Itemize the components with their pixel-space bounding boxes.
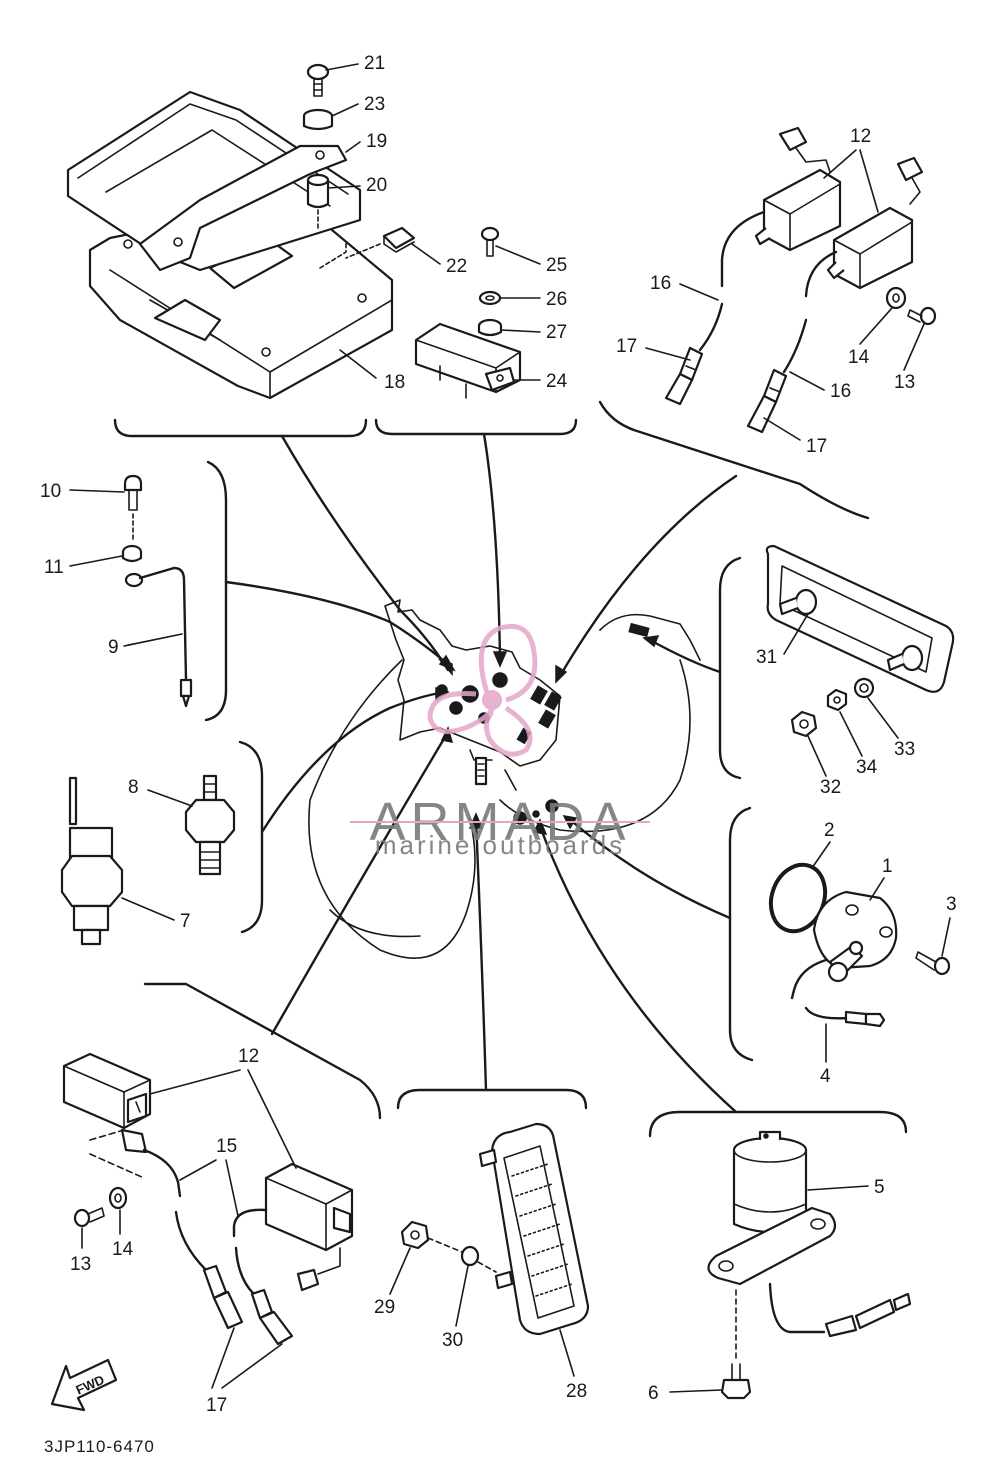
callout-22: 22 bbox=[446, 256, 467, 277]
part-unit-5 bbox=[707, 1130, 912, 1338]
callout-31: 31 bbox=[756, 647, 777, 668]
part-relay-24 bbox=[414, 322, 522, 399]
wire-16-upper-b bbox=[804, 250, 838, 298]
callout-20: 20 bbox=[366, 175, 387, 196]
part-ignition-coil-lower-b bbox=[264, 1162, 354, 1292]
callout-17-upper-a: 17 bbox=[616, 336, 637, 357]
part-lead-4 bbox=[804, 1006, 886, 1028]
callout-27: 27 bbox=[546, 322, 567, 343]
diagram-code: 3JP110-6470 bbox=[44, 1437, 155, 1456]
callout-4: 4 bbox=[820, 1066, 831, 1087]
part-grommet-27 bbox=[477, 318, 503, 337]
callout-29: 29 bbox=[374, 1297, 395, 1318]
part-grommet-23 bbox=[302, 108, 334, 131]
part-clip-22 bbox=[319, 226, 416, 269]
callout-16-upper-a: 16 bbox=[650, 273, 671, 294]
group-brackets bbox=[113, 400, 908, 1138]
part-plug-cap-17-lower-b bbox=[250, 1288, 294, 1346]
callout-15: 15 bbox=[216, 1136, 237, 1157]
callout-6: 6 bbox=[648, 1383, 659, 1404]
callout-7: 7 bbox=[180, 911, 191, 932]
wire-16-upper-b-b bbox=[782, 318, 808, 374]
callout-1: 1 bbox=[882, 856, 893, 877]
callout-10: 10 bbox=[40, 481, 61, 502]
callout-32: 32 bbox=[820, 777, 841, 798]
part-washer-30 bbox=[460, 1245, 480, 1267]
callout-25: 25 bbox=[546, 255, 567, 276]
part-plug-cap-17-lower-a bbox=[202, 1264, 244, 1330]
motorcycle-outline bbox=[308, 599, 701, 959]
callout-21: 21 bbox=[364, 53, 385, 74]
wire-15-lower-b bbox=[232, 1208, 268, 1238]
part-tail-light-31 bbox=[765, 544, 955, 693]
callout-17-upper-b: 17 bbox=[806, 436, 827, 457]
callout-23: 23 bbox=[364, 94, 385, 115]
part-bolt-6 bbox=[720, 1289, 752, 1400]
wire-15-lower-a bbox=[142, 1148, 182, 1198]
part-washer-34 bbox=[826, 688, 848, 712]
callout-2: 2 bbox=[824, 820, 835, 841]
part-nut-29 bbox=[400, 1220, 430, 1250]
part-plug-cap-17-upper-a bbox=[664, 346, 704, 406]
callout-16-upper-b: 16 bbox=[830, 381, 851, 402]
part-switch-8 bbox=[184, 774, 236, 876]
callout-34: 34 bbox=[856, 757, 878, 778]
part-nut-32 bbox=[790, 710, 818, 738]
callout-24: 24 bbox=[546, 371, 568, 392]
callout-14-lower: 14 bbox=[112, 1239, 134, 1260]
part-bolt-13-upper bbox=[907, 306, 937, 326]
callout-5: 5 bbox=[874, 1177, 885, 1198]
wire-16-upper-a bbox=[720, 210, 766, 288]
callout-13-upper: 13 bbox=[894, 372, 915, 393]
callout-12-upper: 12 bbox=[850, 126, 871, 147]
callout-12-lower: 12 bbox=[238, 1046, 259, 1067]
part-ground-lead-9 bbox=[124, 566, 193, 708]
callout-33: 33 bbox=[894, 739, 915, 760]
part-washer-33 bbox=[853, 677, 875, 699]
wire-15-lower-a-b bbox=[174, 1210, 208, 1272]
part-sensor-1 bbox=[790, 890, 898, 1000]
callout-18: 18 bbox=[384, 372, 405, 393]
watermark-tagline: marine outboards bbox=[375, 830, 625, 860]
part-washer-11 bbox=[121, 544, 143, 563]
part-switch-7 bbox=[60, 776, 124, 946]
part-bolt-3 bbox=[915, 951, 951, 976]
callout-13-lower: 13 bbox=[70, 1254, 91, 1275]
part-reflector-28 bbox=[478, 1122, 590, 1336]
wire-16-upper-a-b bbox=[698, 302, 724, 352]
watermark: ARMADA marine outboards bbox=[350, 624, 650, 860]
callout-19: 19 bbox=[366, 131, 387, 152]
part-washer-14-upper bbox=[885, 286, 907, 310]
callout-11: 11 bbox=[44, 557, 64, 578]
callout-3: 3 bbox=[946, 894, 957, 915]
callout-30: 30 bbox=[442, 1330, 463, 1351]
wire-15-lower-b-b bbox=[234, 1246, 258, 1298]
callout-28: 28 bbox=[566, 1381, 587, 1402]
callout-26: 26 bbox=[546, 289, 567, 310]
part-ignition-coil-upper-a bbox=[754, 126, 842, 252]
part-ignition-coil-upper-b bbox=[826, 156, 924, 290]
part-screw-25 bbox=[480, 226, 500, 257]
part-bolt-13-lower bbox=[73, 1207, 105, 1228]
callout-9: 9 bbox=[108, 637, 119, 658]
part-bracket-19 bbox=[138, 144, 348, 272]
part-collar-20 bbox=[306, 173, 330, 231]
part-ignition-coil-lower-a bbox=[62, 1052, 152, 1179]
part-washer-14-lower bbox=[108, 1186, 128, 1210]
group-leader-lines bbox=[224, 432, 738, 1114]
callout-8: 8 bbox=[128, 777, 139, 798]
propeller-logo bbox=[427, 624, 538, 757]
fwd-arrow-icon: FWD bbox=[50, 1358, 118, 1412]
part-plug-cap-17-upper-b bbox=[746, 368, 788, 434]
part-bolt-21 bbox=[306, 63, 330, 97]
callout-17-lower: 17 bbox=[206, 1395, 227, 1416]
callout-14-upper: 14 bbox=[848, 347, 870, 368]
part-grommet-26 bbox=[478, 290, 502, 306]
part-bolt-10 bbox=[123, 474, 143, 541]
